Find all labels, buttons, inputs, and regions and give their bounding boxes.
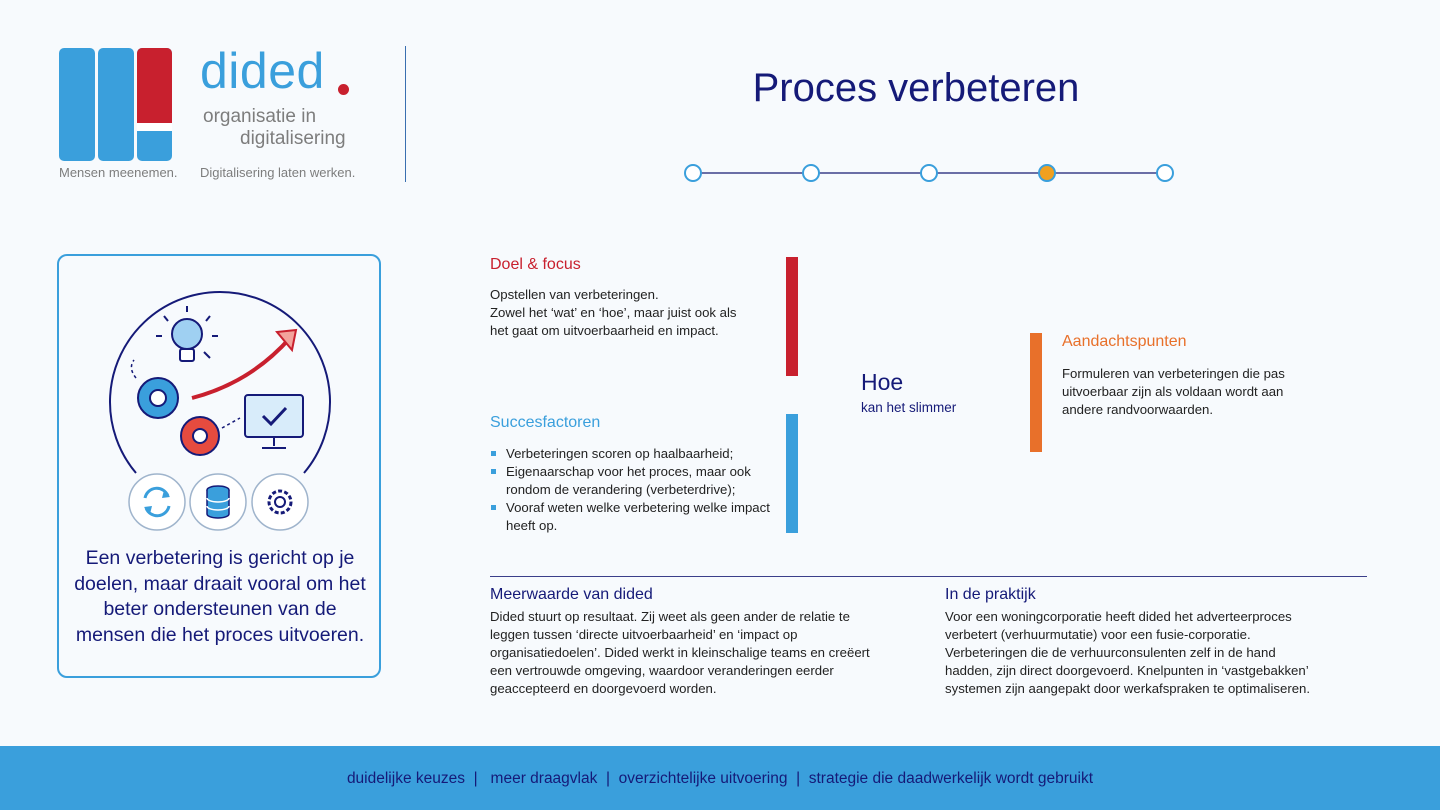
meerwaarde-text: Dided stuurt op resultaat. Zij weet als … — [490, 608, 910, 698]
refresh-icon — [128, 473, 186, 531]
list-item: Verbeteringen scoren op haalbaarheid; — [490, 445, 770, 463]
doel-line: Zowel het ‘wat’ en ‘hoe’, maar juist ook… — [490, 305, 737, 320]
footer-bar — [0, 746, 1440, 810]
praktijk-heading: In de praktijk — [945, 586, 1036, 603]
dided-logo-mark — [59, 48, 172, 161]
aandacht-line: uitvoerbaar zijn als voldaan wordt aan — [1062, 384, 1284, 399]
summary-card — [57, 254, 381, 678]
progress-step — [684, 164, 702, 182]
meerwaarde-line: leggen tussen ‘directe uitvoerbaarheid’ … — [490, 627, 798, 642]
brand-name: dided — [200, 43, 325, 99]
process-illustration — [109, 290, 331, 531]
aandacht-heading: Aandachtspunten — [1062, 333, 1187, 350]
database-icon — [189, 473, 247, 531]
progress-step — [1156, 164, 1174, 182]
aandacht-accent-bar — [1030, 333, 1042, 452]
progress-step — [802, 164, 820, 182]
card-text: Een verbetering is gericht op je doelen,… — [74, 547, 366, 646]
aandacht-line: Formuleren van verbeteringen die pas — [1062, 366, 1285, 381]
trend-arrow-icon — [191, 328, 298, 400]
doel-line: het gaat om uitvoerbaarheid en impact. — [490, 323, 719, 338]
progress-step-active — [1038, 164, 1056, 182]
praktijk-line: Voor een woningcorporatie heeft dided he… — [945, 609, 1292, 624]
praktijk-line: systemen zijn aangepakt door werkafsprak… — [945, 681, 1311, 696]
progress-steps — [684, 164, 1174, 182]
section-divider — [490, 576, 1367, 577]
praktijk-text: Voor een woningcorporatie heeft dided he… — [945, 608, 1365, 698]
praktijk-line: verbetert (verhuurmutatie) voor een fusi… — [945, 627, 1251, 642]
settings-icon — [251, 473, 309, 531]
hoe-title: Hoe — [861, 369, 904, 395]
footer-text: duidelijke keuzes | meer draagvlak | ove… — [346, 770, 1094, 787]
header-divider — [405, 46, 406, 182]
praktijk-line: hadden, zijn direct doorgevoerd. Knelpun… — [945, 663, 1309, 678]
succes-heading: Succesfactoren — [490, 414, 601, 431]
gear-icon — [180, 416, 220, 456]
progress-step — [920, 164, 938, 182]
doel-line: Opstellen van verbeteringen. — [490, 287, 659, 302]
succes-accent-bar — [786, 414, 798, 533]
meerwaarde-line: een vertrouwde omgeving, waardoor verand… — [490, 663, 834, 678]
list-item: Eigenaarschap voor het proces, maar ook … — [490, 463, 770, 499]
brand-subtitle-line2: digitalisering — [240, 128, 346, 149]
doel-heading: Doel & focus — [490, 256, 581, 273]
tagline-right: Digitalisering laten werken. — [200, 165, 356, 180]
gear-icon — [130, 359, 179, 419]
meerwaarde-line: Dided stuurt op resultaat. Zij weet als … — [490, 609, 850, 624]
aandacht-text: Formuleren van verbeteringen die pas uit… — [1062, 365, 1362, 419]
succes-list: Verbeteringen scoren op haalbaarheid; Ei… — [490, 445, 770, 535]
tagline-left: Mensen meenemen. — [59, 165, 178, 180]
aandacht-line: andere randvoorwaarden. — [1062, 402, 1214, 417]
meerwaarde-heading: Meerwaarde van dided — [490, 586, 653, 603]
praktijk-line: Verbeteringen die de verhuurconsulenten … — [945, 645, 1276, 660]
doel-text: Opstellen van verbeteringen. Zowel het ‘… — [490, 286, 780, 340]
hoe-subtitle: kan het slimmer — [861, 400, 957, 415]
list-item: Vooraf weten welke verbetering welke imp… — [490, 499, 770, 535]
meerwaarde-line: geaccepteerd en doorgevoerd worden. — [490, 681, 717, 696]
page-title: Proces verbeteren — [752, 66, 1080, 110]
lightbulb-icon — [156, 306, 218, 362]
brand-subtitle-line1: organisatie in — [203, 106, 317, 127]
meerwaarde-line: organisatiedoelen’. Dided werkt in klein… — [490, 645, 870, 660]
monitor-check-icon — [221, 394, 304, 449]
doel-accent-bar — [786, 257, 798, 376]
brand-dot — [338, 84, 349, 95]
